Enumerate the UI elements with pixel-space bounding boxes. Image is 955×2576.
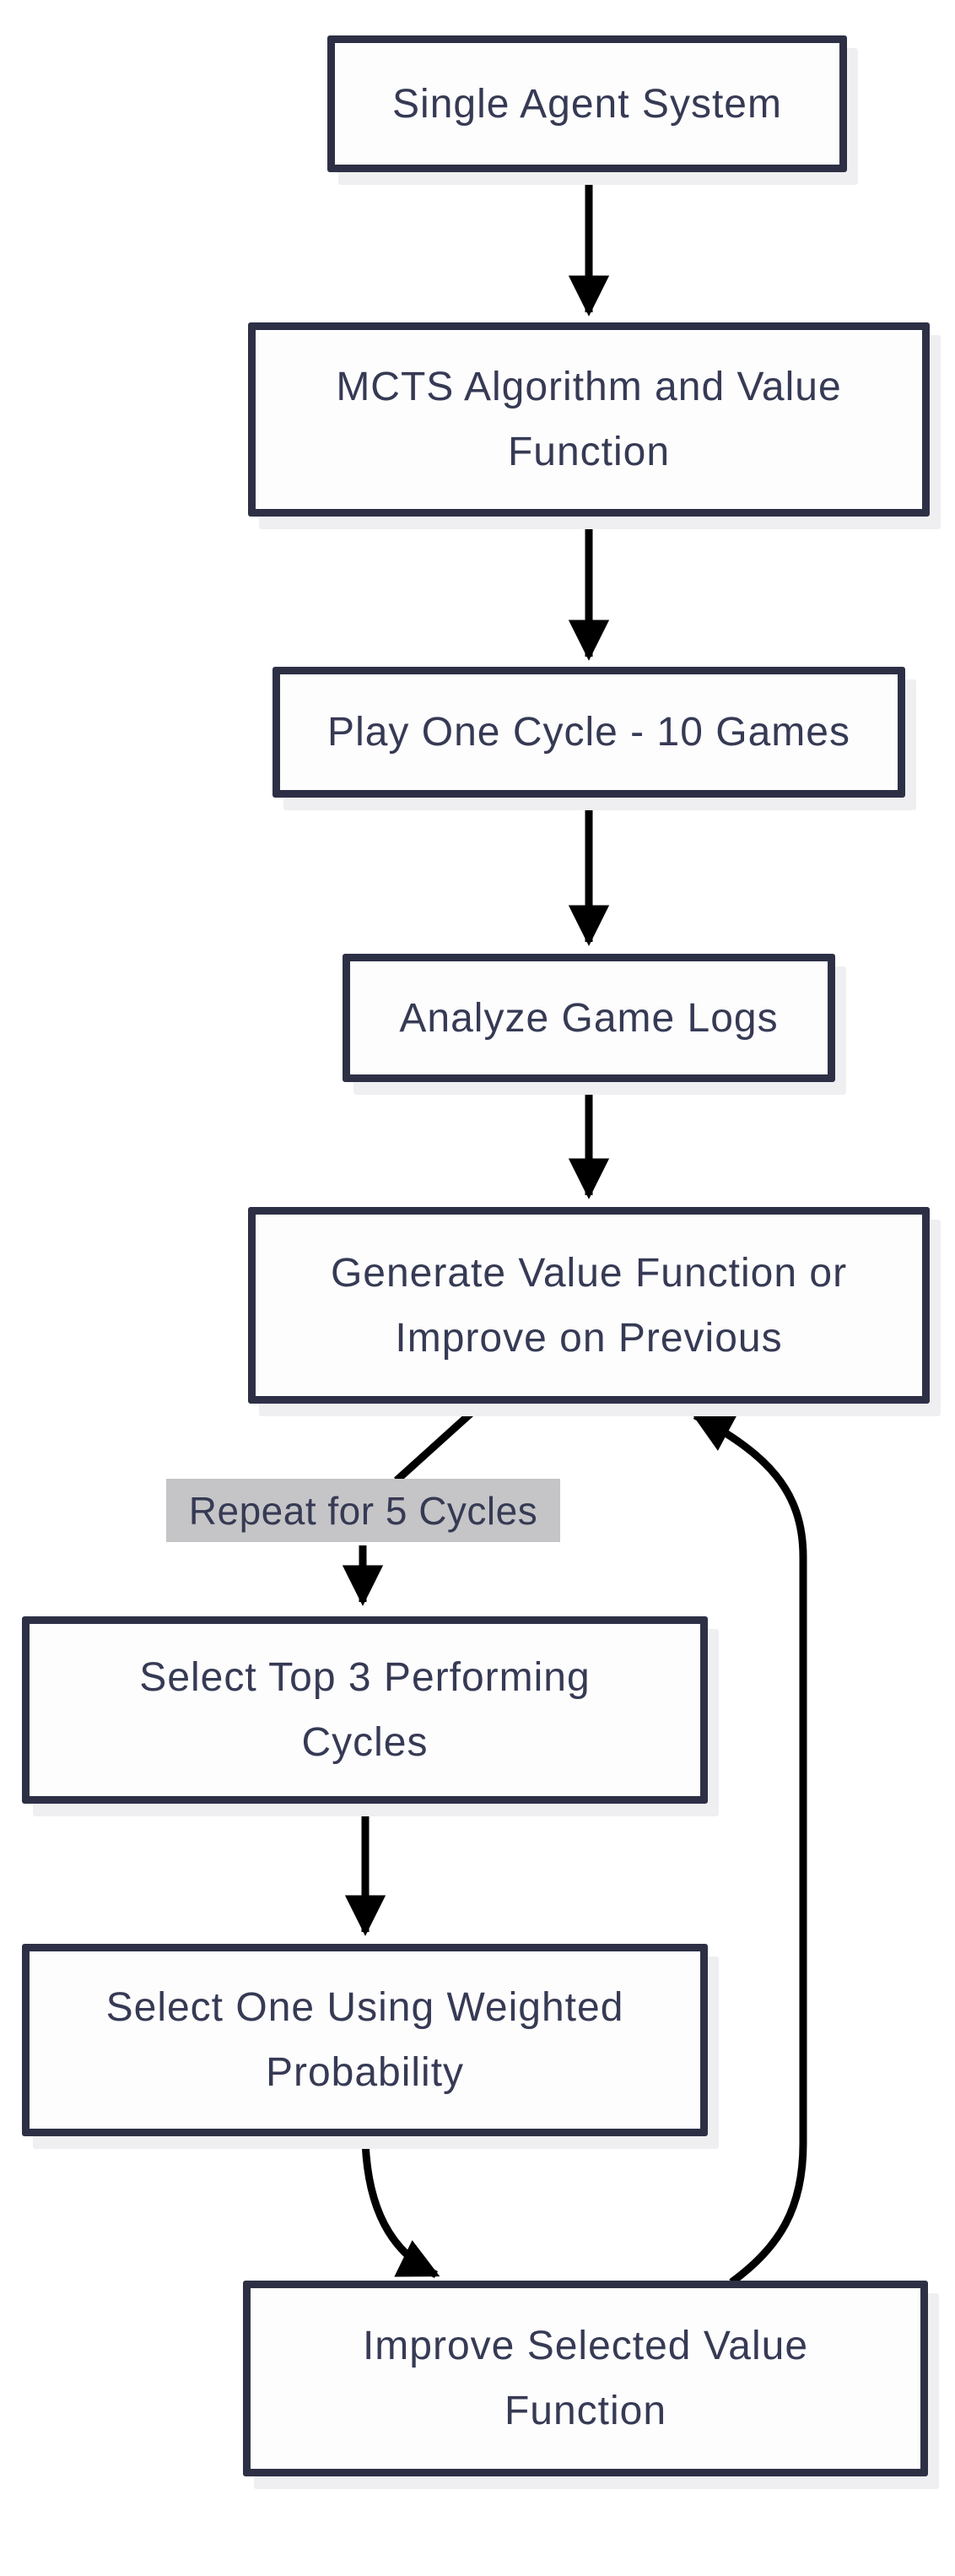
node-label: Select One Using Weighted Probability xyxy=(105,1985,624,2095)
node-mcts-algorithm-and-value-function: MCTS Algorithm and Value Function xyxy=(248,322,930,517)
node-label: Analyze Game Logs xyxy=(399,995,779,1041)
node-generate-value-function-or-improve: Generate Value Function or Improve on Pr… xyxy=(248,1207,930,1404)
node-label: Generate Value Function or Improve on Pr… xyxy=(330,1250,848,1361)
node-play-one-cycle-10-games: Play One Cycle - 10 Games xyxy=(272,667,905,798)
node-select-one-using-weighted-probability: Select One Using Weighted Probability xyxy=(22,1944,708,2136)
node-label: Improve Selected Value Function xyxy=(362,2324,809,2433)
edge-label-text: Repeat for 5 Cycles xyxy=(188,1488,538,1533)
connector-improve-back-to-generate xyxy=(691,1412,807,2286)
node-label: Select Top 3 Performing Cycles xyxy=(139,1655,591,1765)
node-label: Single Agent System xyxy=(392,81,782,127)
node-select-top-3-performing-cycles: Select Top 3 Performing Cycles xyxy=(22,1616,708,1804)
edge-label-repeat-for-5-cycles: Repeat for 5 Cycles xyxy=(166,1479,560,1542)
node-single-agent-system: Single Agent System xyxy=(327,35,847,172)
connector-generate-to-repeat-label xyxy=(393,1399,486,1484)
node-improve-selected-value-function: Improve Selected Value Function xyxy=(243,2281,928,2476)
connector-select-one-to-improve xyxy=(361,2140,440,2279)
node-analyze-game-logs: Analyze Game Logs xyxy=(343,954,835,1082)
node-label: Play One Cycle - 10 Games xyxy=(327,710,850,755)
node-label: MCTS Algorithm and Value Function xyxy=(336,365,842,474)
